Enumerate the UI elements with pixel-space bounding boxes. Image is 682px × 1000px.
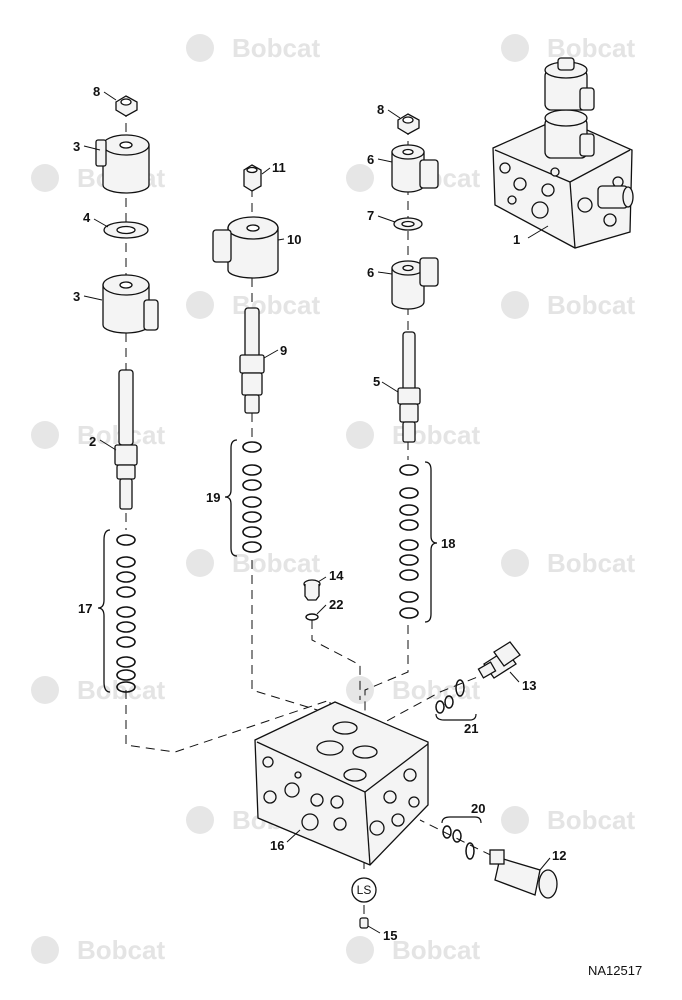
svg-text:Bobcat: Bobcat [232, 33, 320, 63]
callout-8: 8 [93, 84, 100, 99]
callout-8: 8 [377, 102, 384, 117]
o-rings-18 [399, 464, 419, 619]
cartridge-valve-2 [114, 369, 138, 510]
callout-17: 17 [78, 601, 92, 616]
svg-text:Bobcat: Bobcat [547, 805, 635, 835]
brace-17 [97, 529, 111, 693]
bobcat-watermark: Bobcat [186, 33, 320, 63]
o-rings-19 [242, 441, 262, 553]
nut-8-left [115, 95, 138, 117]
assembled-valve [492, 57, 634, 249]
callout-2: 2 [89, 434, 96, 449]
nut-8-right [397, 113, 420, 135]
washer-7 [393, 217, 423, 231]
plug-15 [359, 917, 369, 929]
o-ring-22 [305, 613, 319, 621]
brace-18 [424, 461, 438, 623]
svg-text:Bobcat: Bobcat [547, 548, 635, 578]
cartridge-valve-9 [239, 307, 265, 414]
solenoid-coil-6-lower [391, 257, 439, 310]
plug-14 [303, 579, 321, 601]
bobcat-watermark: Bobcat [501, 805, 635, 835]
center-line-plug-14 [311, 620, 361, 700]
bobcat-watermark: Bobcat [31, 420, 165, 450]
center-line-port-12 [419, 819, 506, 863]
cartridge-valve-5 [397, 331, 421, 443]
svg-text:Bobcat: Bobcat [547, 290, 635, 320]
reference-code: NA12517 [588, 963, 642, 978]
callout-18: 18 [441, 536, 455, 551]
callout-22: 22 [329, 597, 343, 612]
callout-6: 6 [367, 265, 374, 280]
svg-text:Bobcat: Bobcat [392, 935, 480, 965]
callout-10: 10 [287, 232, 301, 247]
callout-9: 9 [280, 343, 287, 358]
svg-text:Bobcat: Bobcat [392, 675, 480, 705]
bobcat-watermark: Bobcat [501, 33, 635, 63]
callout-12: 12 [552, 848, 566, 863]
bobcat-watermark: Bobcat [346, 675, 480, 705]
solenoid-coil-6-upper [391, 144, 439, 193]
callout-5: 5 [373, 374, 380, 389]
ls-port-marker: LS [351, 877, 377, 903]
svg-text:LS: LS [357, 883, 372, 897]
callout-3: 3 [73, 289, 80, 304]
center-line-port-13 [384, 671, 491, 723]
callout-19: 19 [206, 490, 220, 505]
bobcat-watermark: Bobcat [186, 548, 320, 578]
bobcat-watermark: Bobcat [346, 935, 480, 965]
bobcat-watermark: Bobcat [501, 548, 635, 578]
o-rings-17 [116, 534, 136, 693]
callout-21: 21 [464, 721, 478, 736]
callout-7: 7 [367, 208, 374, 223]
bobcat-watermark: Bobcat [501, 290, 635, 320]
relief-valve-12 [489, 849, 558, 899]
spacer-4 [103, 221, 149, 239]
callout-11: 11 [272, 160, 286, 175]
svg-text:Bobcat: Bobcat [77, 935, 165, 965]
bracket-21 [435, 713, 477, 721]
bracket-20 [441, 816, 482, 824]
seals-21 [435, 679, 465, 714]
nut-11 [243, 164, 262, 192]
bobcat-watermark: Bobcat [31, 675, 165, 705]
callout-15: 15 [383, 928, 397, 943]
callout-20: 20 [471, 801, 485, 816]
leader-lines [83, 91, 551, 934]
callout-14: 14 [329, 568, 344, 583]
solenoid-coil-3-upper [95, 134, 150, 194]
solenoid-coil-10 [212, 216, 279, 279]
solenoid-coil-3-lower [102, 274, 159, 334]
bobcat-watermark: Bobcat [31, 935, 165, 965]
callout-6: 6 [367, 152, 374, 167]
seals-20 [442, 825, 475, 860]
callout-16: 16 [270, 838, 284, 853]
callout-1: 1 [513, 232, 520, 247]
svg-text:Bobcat: Bobcat [232, 548, 320, 578]
brace-19 [224, 439, 238, 557]
relief-valve-13 [477, 641, 521, 679]
callout-4: 4 [83, 210, 91, 225]
part-callouts: 1 2 3 3 4 5 6 6 7 8 8 9 10 11 12 13 14 1… [73, 84, 566, 943]
valve-block-16 [254, 701, 429, 866]
callout-3: 3 [73, 139, 80, 154]
callout-13: 13 [522, 678, 536, 693]
